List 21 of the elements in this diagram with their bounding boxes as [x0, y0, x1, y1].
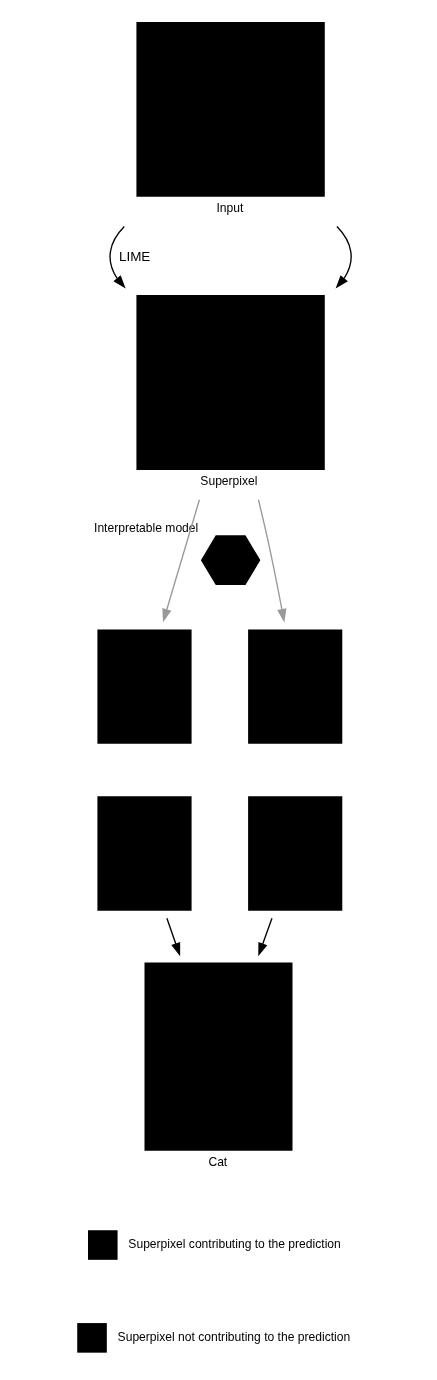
node-hexagon — [200, 535, 261, 586]
arrow — [258, 917, 273, 957]
node-box — [97, 629, 192, 744]
node-label: Input — [216, 200, 244, 215]
arrow — [257, 499, 287, 623]
node-box — [136, 295, 325, 470]
arrow — [166, 917, 181, 957]
edge-label: LIME — [118, 248, 151, 264]
node-box — [97, 796, 192, 911]
node-box — [136, 21, 325, 197]
arrow — [162, 499, 201, 623]
node-label: Superpixel — [200, 474, 258, 489]
node-label: Interpretable model — [94, 521, 199, 536]
arrow — [109, 225, 126, 289]
arrow — [335, 225, 352, 289]
legend-label: Superpixel contributing to the prediction — [128, 1236, 341, 1251]
node-label: Cat — [208, 1154, 228, 1169]
node-box — [144, 962, 293, 1151]
legend-label: Superpixel not contributing to the prediction — [117, 1329, 351, 1344]
node-box — [248, 796, 343, 911]
node-box — [248, 629, 343, 744]
